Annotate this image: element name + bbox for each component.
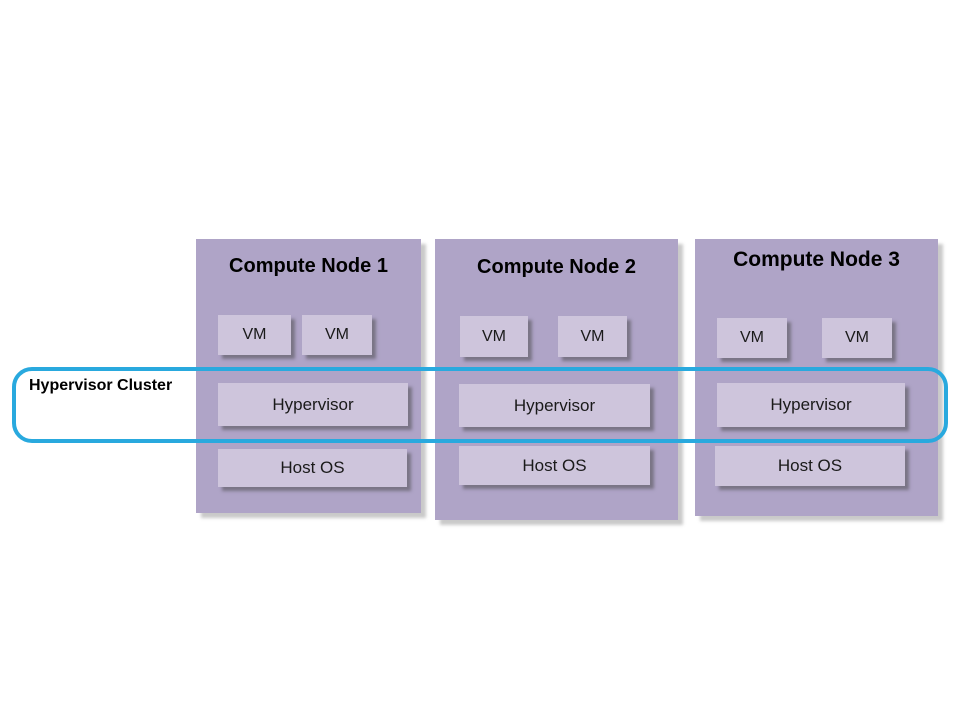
node3-vm-box-2: VM (822, 318, 892, 358)
compute-node-2-title: Compute Node 2 (477, 256, 636, 278)
node1-vm-box-1: VM (218, 315, 291, 355)
node3-host-os-box: Host OS (715, 446, 905, 486)
hypervisor-cluster-label: Hypervisor Cluster (29, 377, 173, 394)
compute-node-3-title: Compute Node 3 (733, 248, 900, 271)
compute-node-1: Compute Node 1 VM VM Hypervisor Host OS (196, 239, 421, 513)
compute-node-2: Compute Node 2 VM VM Hypervisor Host OS (435, 239, 678, 520)
node3-hypervisor-box: Hypervisor (717, 383, 905, 427)
compute-node-1-title: Compute Node 1 (229, 255, 388, 277)
node1-hypervisor-box: Hypervisor (218, 383, 408, 426)
node1-vm-box-2: VM (302, 315, 372, 355)
node1-host-os-box: Host OS (218, 449, 407, 487)
node2-host-os-box: Host OS (459, 446, 650, 485)
node2-hypervisor-box: Hypervisor (459, 384, 650, 427)
node3-vm-box-1: VM (717, 318, 787, 358)
compute-node-3: Compute Node 3 VM VM Hypervisor Host OS (695, 239, 938, 516)
node2-vm-box-1: VM (460, 316, 528, 357)
node2-vm-box-2: VM (558, 316, 627, 357)
